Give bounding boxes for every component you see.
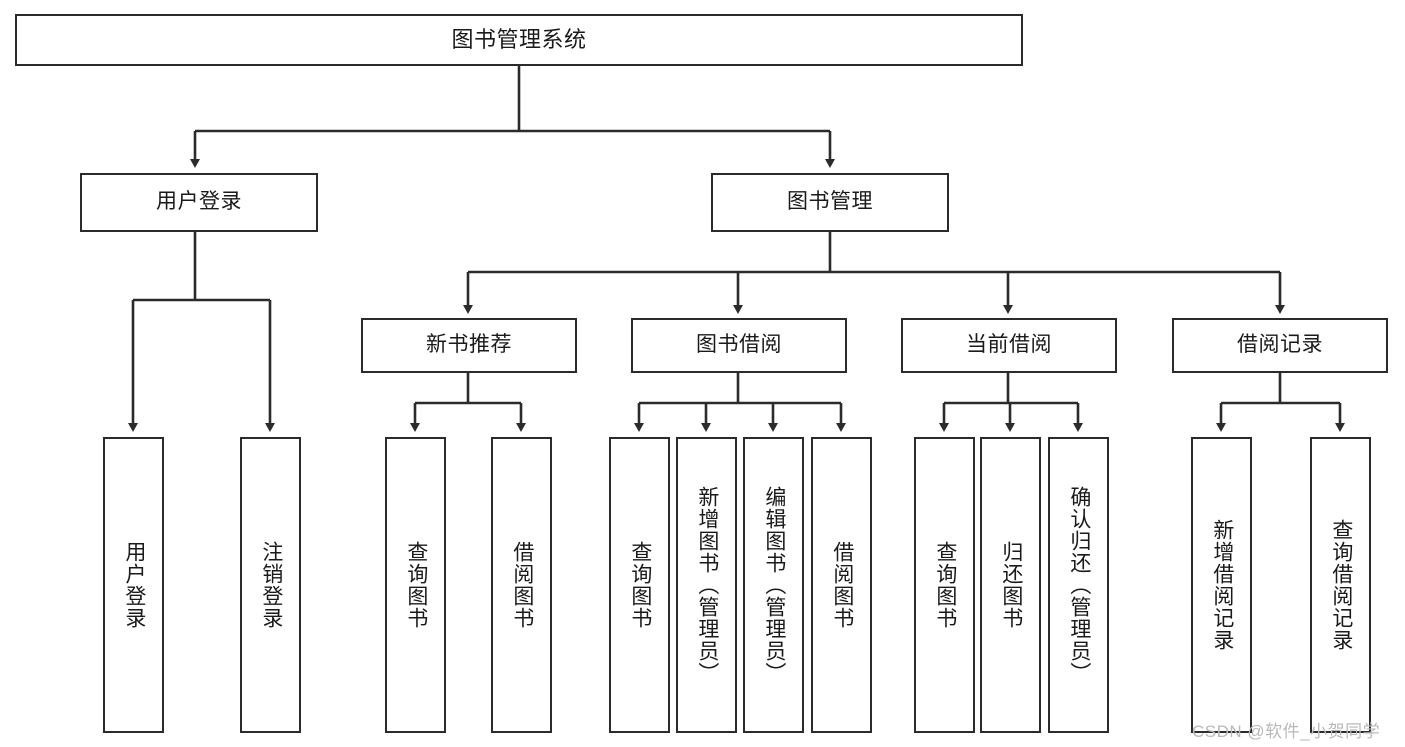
node-user-login[interactable]: 用户登录 (80, 173, 318, 232)
leaf-borrow-book[interactable]: 借阅图书 (811, 437, 872, 733)
leaf-confirm-return-admin[interactable]: 确认归还（管理员） (1048, 437, 1109, 733)
node-borrow-record[interactable]: 借阅记录 (1172, 318, 1388, 373)
leaf-borrow-book-new[interactable]: 借阅图书 (491, 437, 552, 733)
leaf-return-book[interactable]: 归还图书 (980, 437, 1041, 733)
leaf-add-book-admin[interactable]: 新增图书（管理员） (676, 437, 737, 733)
leaf-edit-book-admin[interactable]: 编辑图书（管理员） (743, 437, 804, 733)
node-book-borrow[interactable]: 图书借阅 (631, 318, 847, 373)
leaf-user-login[interactable]: 用户登录 (103, 437, 164, 733)
node-new-book-recommend[interactable]: 新书推荐 (361, 318, 577, 373)
node-current-borrow[interactable]: 当前借阅 (901, 318, 1117, 373)
leaf-add-borrow-record[interactable]: 新增借阅记录 (1191, 437, 1252, 733)
leaf-query-book-borrow[interactable]: 查询图书 (609, 437, 670, 733)
leaf-user-logout[interactable]: 注销登录 (240, 437, 301, 733)
leaf-query-book-current[interactable]: 查询图书 (914, 437, 975, 733)
node-root-system[interactable]: 图书管理系统 (15, 14, 1023, 66)
leaf-query-book-new[interactable]: 查询图书 (385, 437, 446, 733)
node-book-management[interactable]: 图书管理 (711, 173, 949, 232)
watermark: CSDN @软件_小贺同学 (1192, 722, 1381, 741)
leaf-query-borrow-record[interactable]: 查询借阅记录 (1310, 437, 1371, 733)
